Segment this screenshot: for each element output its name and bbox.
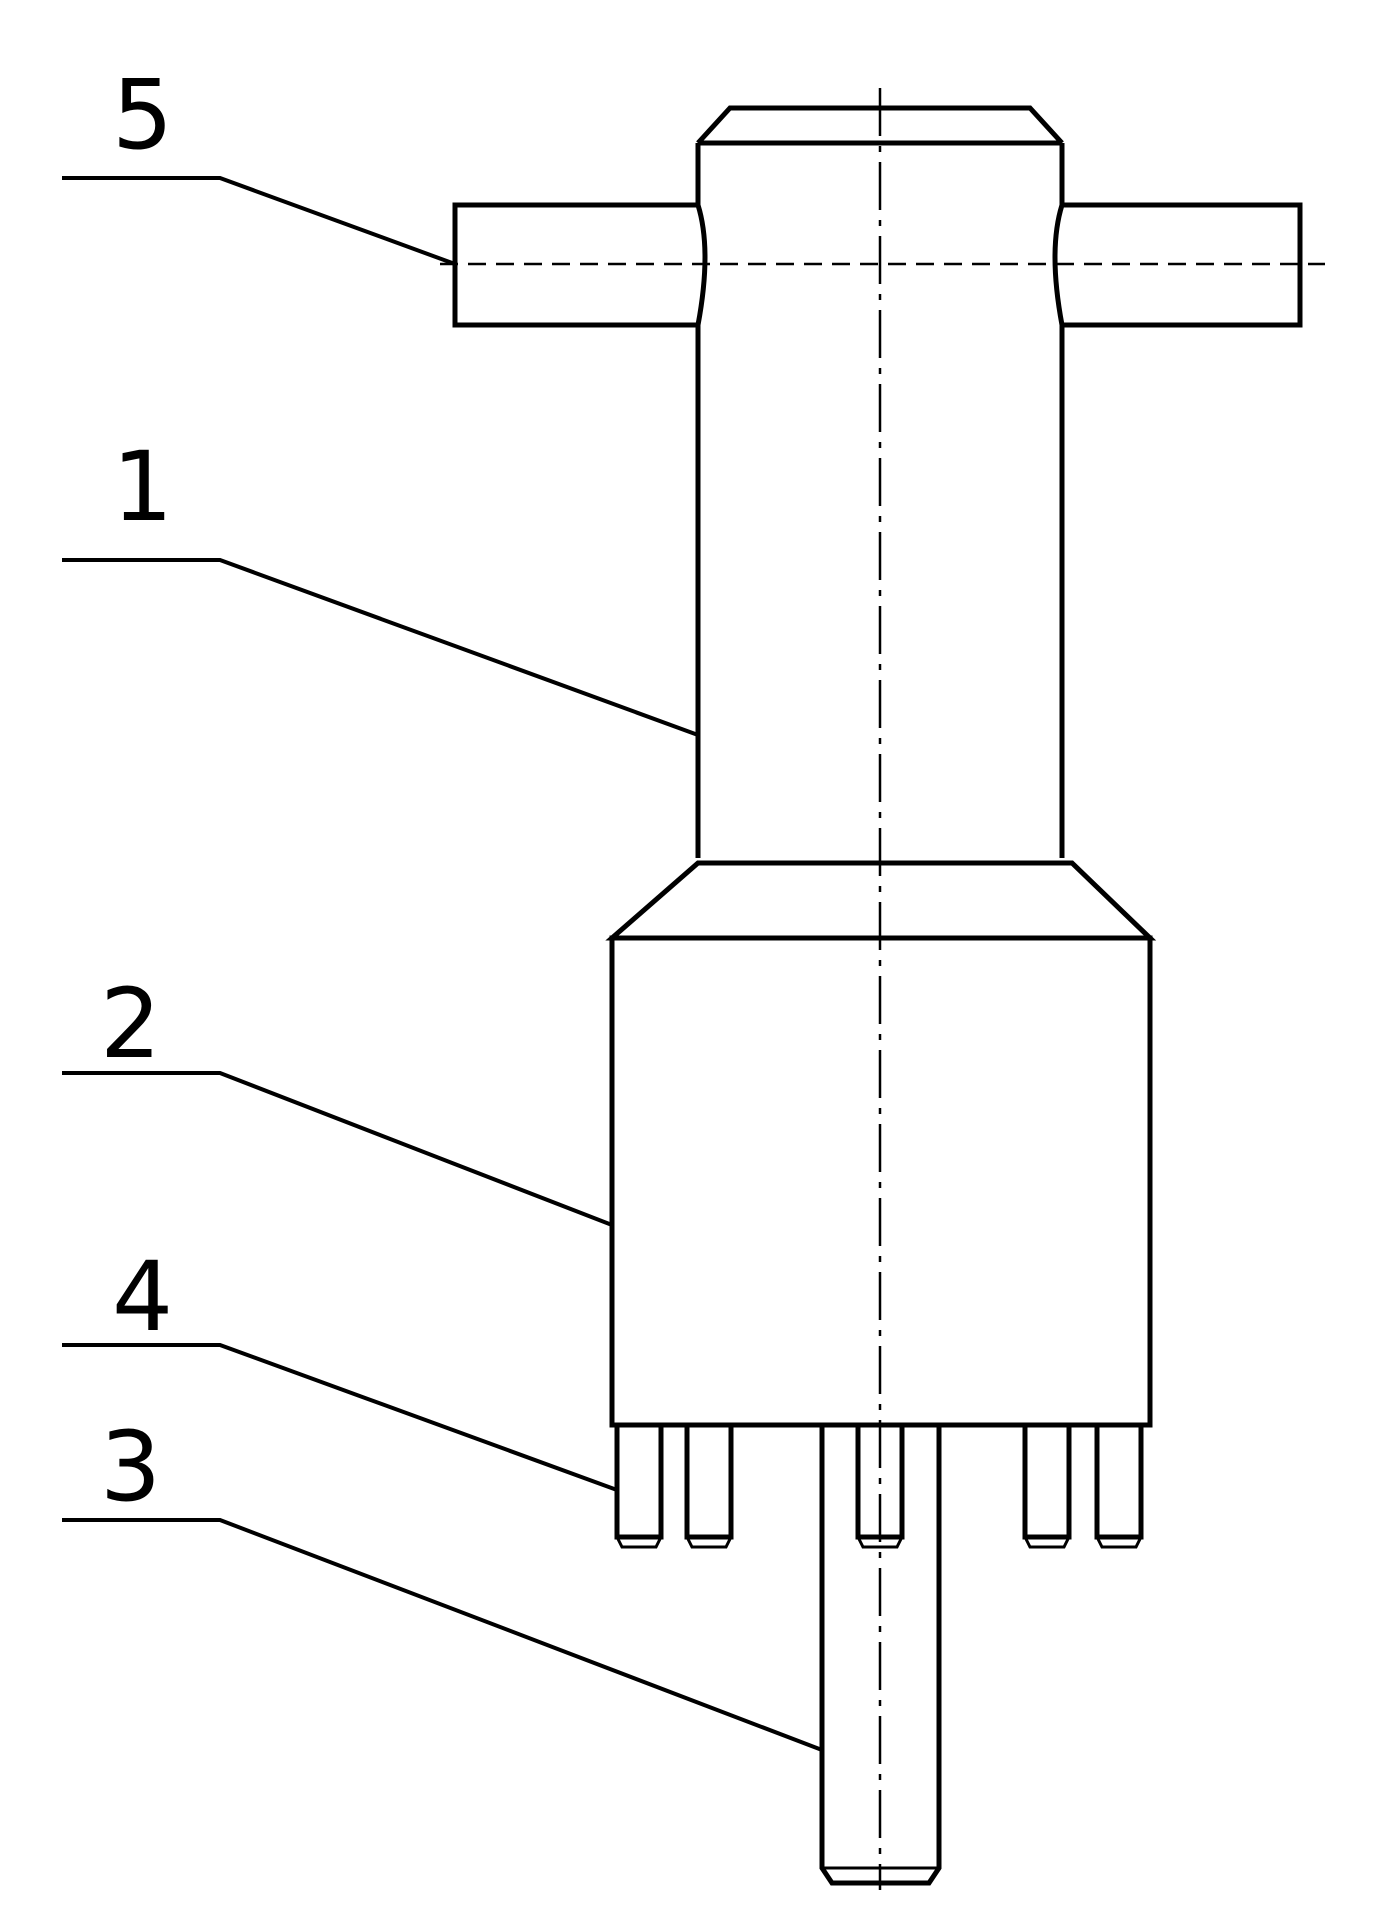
callout-3: 3 <box>62 1411 823 1752</box>
callout-5-label: 5 <box>112 59 173 171</box>
callout-4: 4 <box>62 1241 618 1492</box>
pin <box>1022 1422 1072 1549</box>
center-shaft <box>819 1425 942 1886</box>
pin-group <box>614 1422 1144 1549</box>
callout-3-label: 3 <box>100 1411 161 1523</box>
callout-5: 5 <box>62 59 456 266</box>
pin <box>684 1422 734 1549</box>
pin <box>1094 1422 1144 1549</box>
callout-4-leader <box>62 1343 618 1492</box>
callout-2-leader <box>62 1071 613 1227</box>
callout-3-leader <box>62 1518 823 1752</box>
top-cap <box>696 105 1064 145</box>
pin <box>614 1422 664 1549</box>
callout-4-label: 4 <box>112 1241 173 1353</box>
cross-handle <box>440 202 1325 328</box>
callout-1: 1 <box>62 431 699 737</box>
callout-2-label: 2 <box>100 968 161 1080</box>
callout-2: 2 <box>62 968 613 1227</box>
callout-1-label: 1 <box>112 431 173 543</box>
callout-5-leader <box>62 176 456 266</box>
callout-1-leader <box>62 558 699 737</box>
pin <box>855 1422 905 1549</box>
upper-body <box>695 143 1065 858</box>
